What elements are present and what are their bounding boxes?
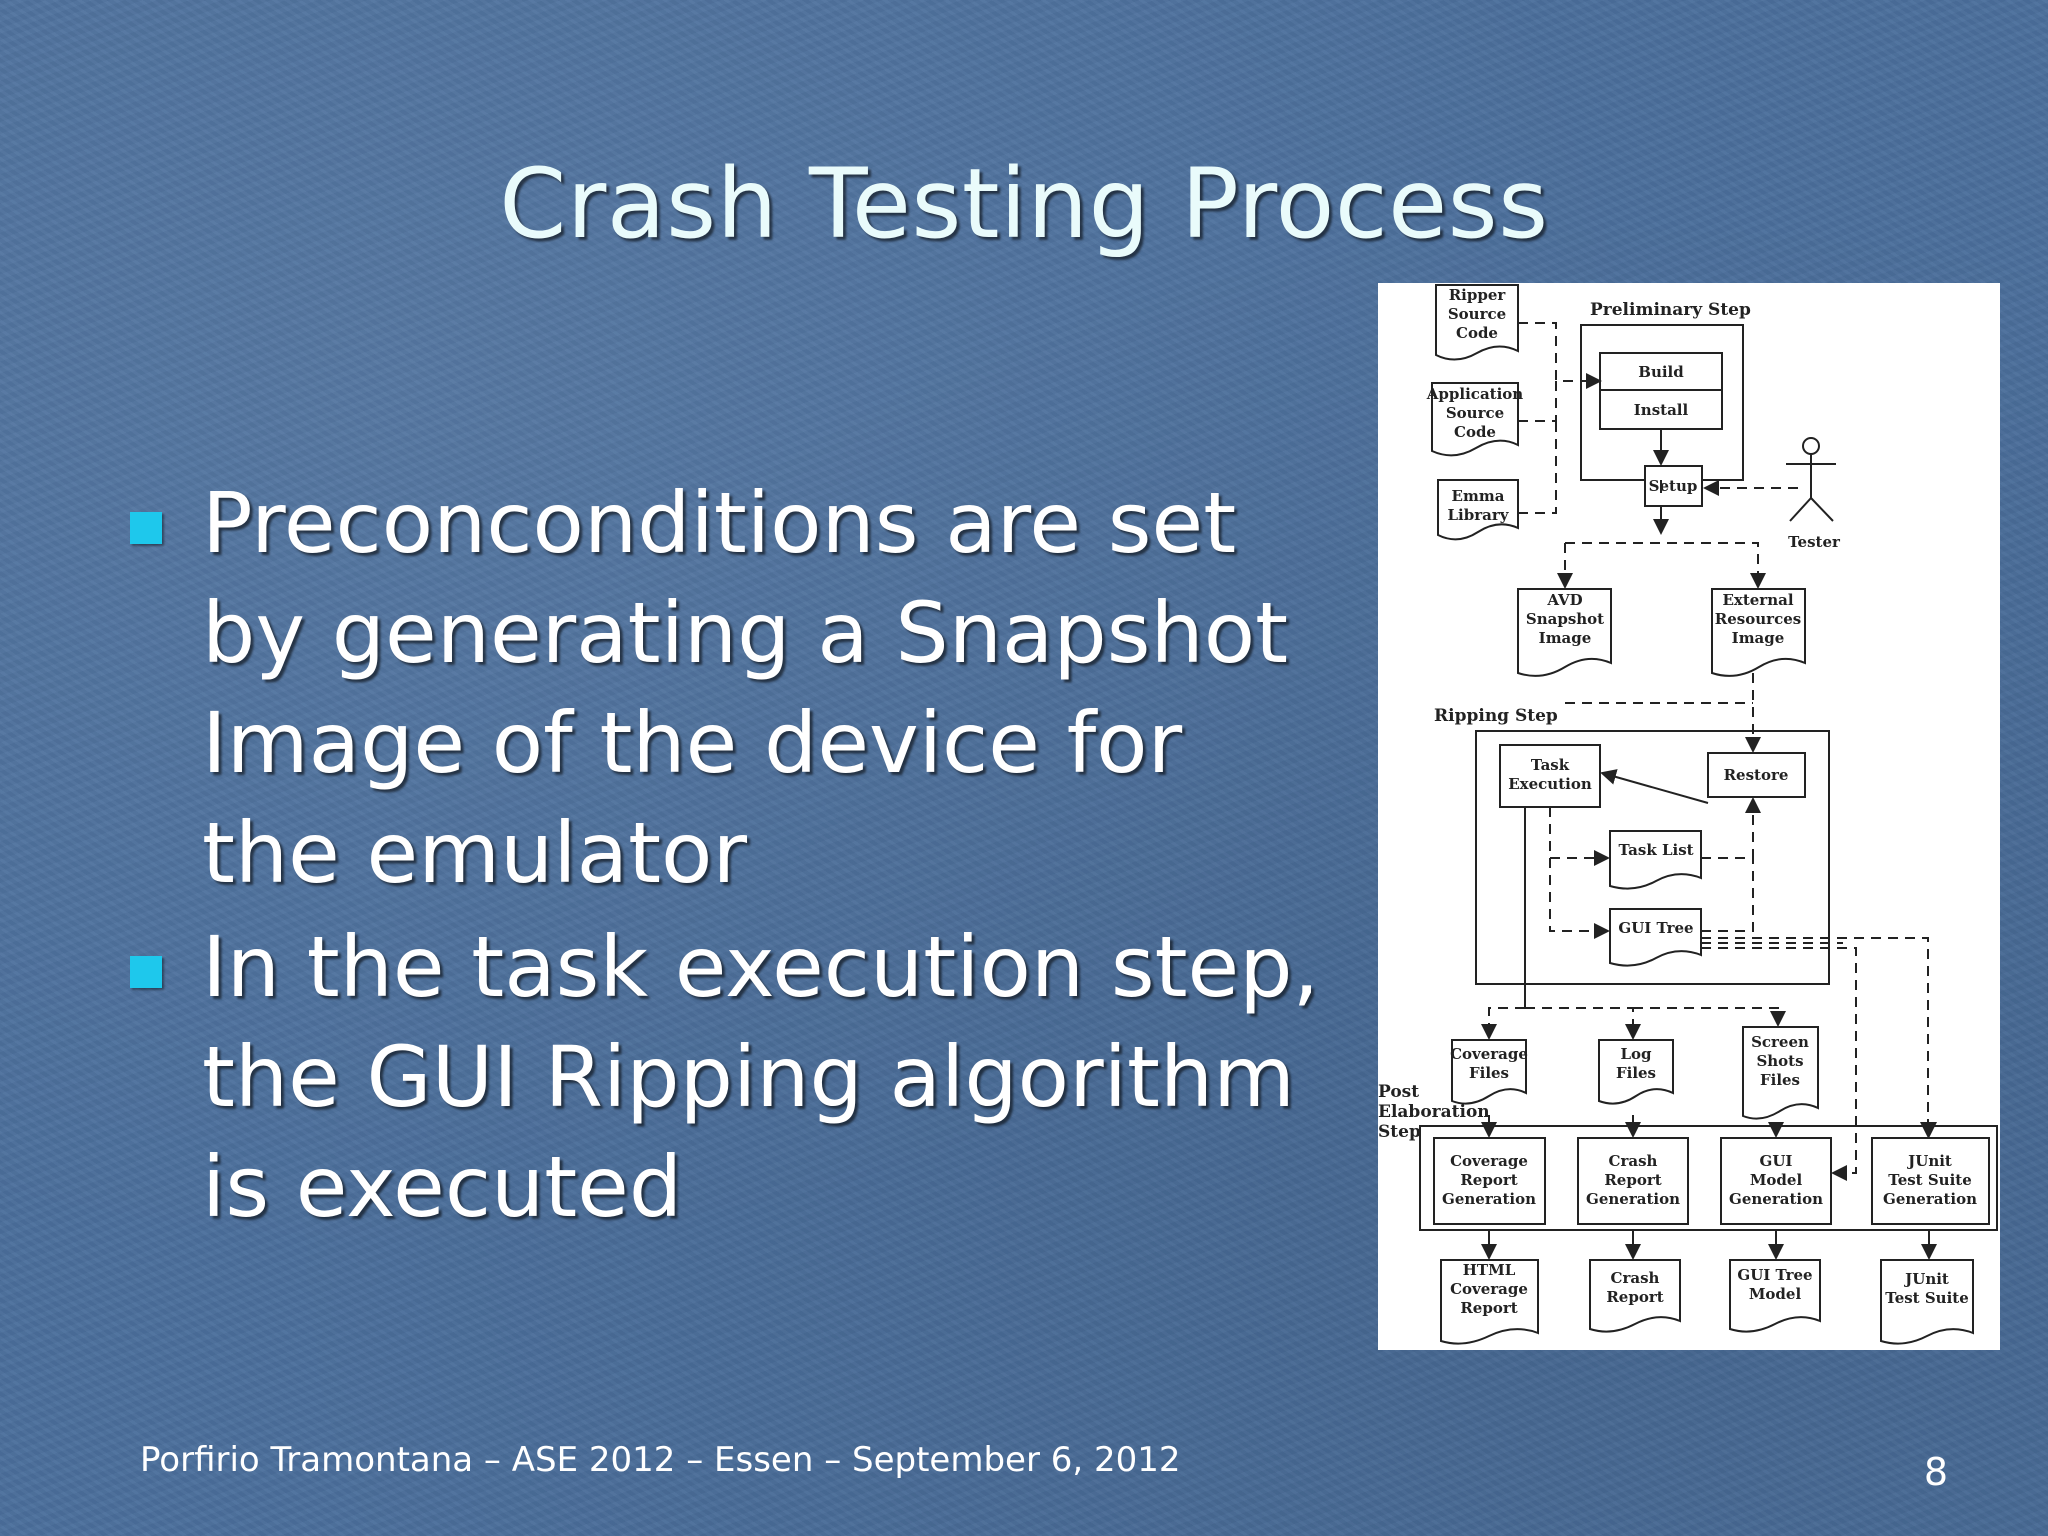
task-list-label: Task List [1618, 841, 1693, 859]
process-diagram: Preliminary Step Ripper Source Code Appl… [1378, 283, 2000, 1350]
emma-line-1: Emma [1452, 487, 1505, 505]
preliminary-step-label: Preliminary Step [1590, 300, 1751, 320]
junit-suite-line-2: Test Suite [1885, 1289, 1969, 1307]
page-number: 8 [1923, 1450, 1948, 1494]
coverage-gen-line-1: Coverage [1450, 1152, 1528, 1170]
log-files-line-1: Log [1620, 1045, 1652, 1063]
log-files-line-2: Files [1616, 1064, 1656, 1082]
crash-gen-line-1: Crash [1609, 1152, 1658, 1170]
avd-line-3: Image [1539, 629, 1592, 647]
external-line-1: External [1722, 591, 1793, 609]
post-elaboration-line-3: Step [1378, 1122, 1421, 1142]
task-execution-line-1: Task [1531, 756, 1570, 774]
application-line-2: Source [1446, 404, 1504, 422]
bullet-item: Preconconditions are set by generating a… [128, 468, 1328, 908]
avd-line-2: Snapshot [1526, 610, 1604, 628]
ripping-step-label: Ripping Step [1434, 706, 1558, 726]
gui-model-gen-line-3: Generation [1729, 1190, 1823, 1208]
html-report-line-1: HTML [1463, 1261, 1516, 1279]
footer-text: Porfirio Tramontana – ASE 2012 – Essen –… [140, 1440, 1181, 1480]
slide-title: Crash Testing Process [499, 148, 1549, 260]
junit-suite-line-1: JUnit [1903, 1270, 1949, 1288]
coverage-files-line-1: Coverage [1450, 1045, 1528, 1063]
emma-line-2: Library [1448, 506, 1510, 524]
bullet-square-icon [130, 512, 162, 544]
post-elaboration-line-2: Elaboration [1378, 1102, 1490, 1122]
avd-line-1: AVD [1546, 591, 1582, 609]
screen-shots-line-3: Files [1760, 1071, 1800, 1089]
gui-model-gen-line-2: Model [1750, 1171, 1803, 1189]
external-line-3: Image [1732, 629, 1785, 647]
html-report-line-2: Coverage [1450, 1280, 1528, 1298]
restore-label: Restore [1724, 766, 1789, 784]
junit-gen-line-2: Test Suite [1888, 1171, 1972, 1189]
crash-gen-line-3: Generation [1586, 1190, 1680, 1208]
screen-shots-line-2: Shots [1756, 1052, 1803, 1070]
build-label: Build [1638, 363, 1684, 381]
bullet-list: Preconconditions are set by generating a… [128, 468, 1328, 1246]
setup-label: Setup [1649, 477, 1698, 495]
junit-gen-line-1: JUnit [1906, 1152, 1952, 1170]
application-line-3: Code [1454, 423, 1496, 441]
application-line-1: Application [1426, 385, 1523, 403]
bullet-text: In the task execution step, the GUI Ripp… [202, 918, 1320, 1236]
bullet-text: Preconconditions are set by generating a… [202, 474, 1289, 902]
gui-tree-model-line-2: Model [1749, 1285, 1802, 1303]
gui-tree-model-line-1: GUI Tree [1737, 1266, 1812, 1284]
coverage-gen-line-3: Generation [1442, 1190, 1536, 1208]
bullet-square-icon [130, 956, 162, 988]
gui-tree-label: GUI Tree [1618, 919, 1693, 937]
post-elaboration-line-1: Post [1378, 1082, 1419, 1102]
crash-report-line-2: Report [1606, 1288, 1663, 1306]
crash-gen-line-2: Report [1604, 1171, 1661, 1189]
html-report-line-3: Report [1460, 1299, 1517, 1317]
coverage-gen-line-2: Report [1460, 1171, 1517, 1189]
install-label: Install [1634, 401, 1689, 419]
ripper-line-1: Ripper [1449, 286, 1507, 304]
ripper-line-3: Code [1456, 324, 1498, 342]
crash-report-line-1: Crash [1611, 1269, 1660, 1287]
external-line-2: Resources [1715, 610, 1801, 628]
ripper-line-2: Source [1448, 305, 1506, 323]
junit-gen-line-3: Generation [1883, 1190, 1977, 1208]
tester-label: Tester [1788, 533, 1841, 551]
screen-shots-line-1: Screen [1751, 1033, 1809, 1051]
coverage-files-line-2: Files [1469, 1064, 1509, 1082]
bullet-item: In the task execution step, the GUI Ripp… [128, 912, 1328, 1242]
task-execution-line-2: Execution [1508, 775, 1592, 793]
gui-model-gen-line-1: GUI [1760, 1152, 1793, 1170]
